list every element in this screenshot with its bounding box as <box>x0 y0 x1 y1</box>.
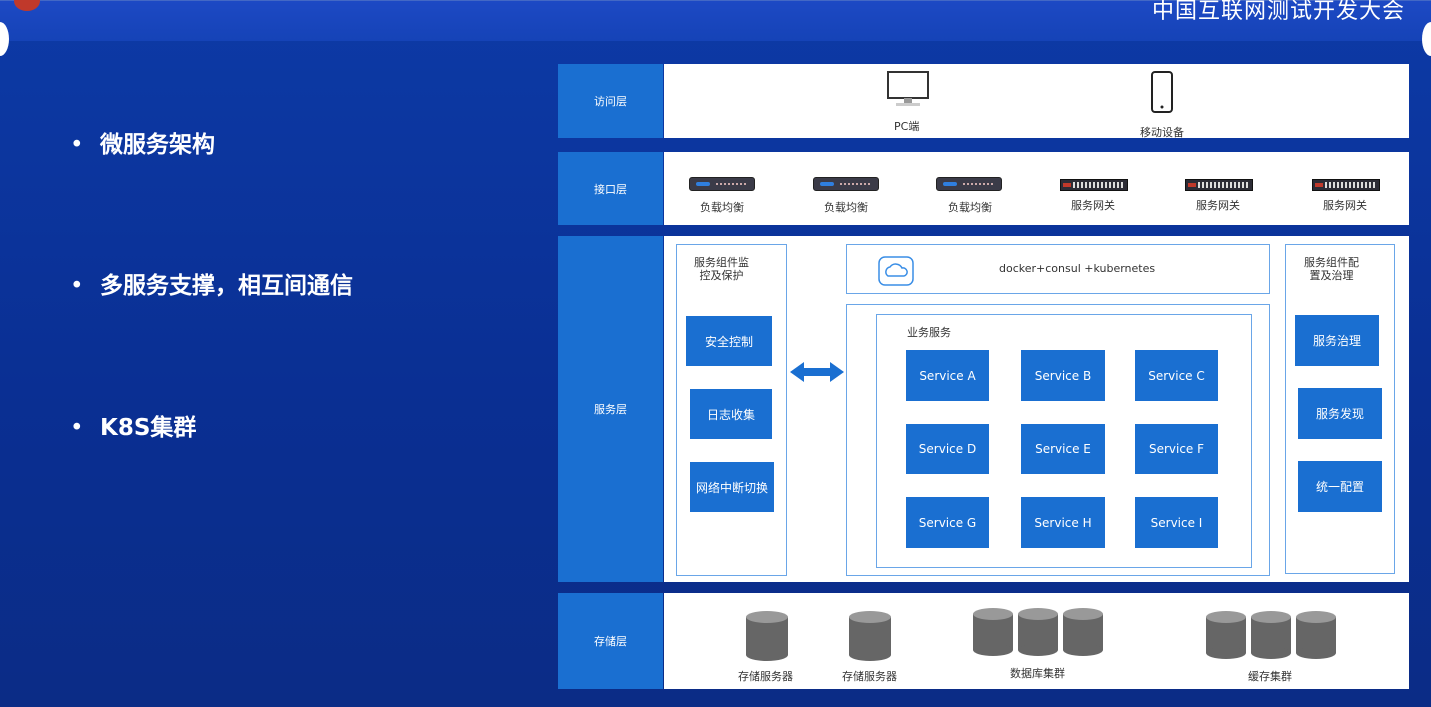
service-e-box: Service E <box>1021 424 1105 474</box>
load-balancer-icon <box>936 177 1002 191</box>
service-layer-panel: 服务组件监 控及保护 安全控制 日志收集 网络中断切换 docker+consu… <box>664 236 1409 582</box>
layer-label-storage: 存储层 <box>558 593 663 689</box>
cache-cluster-icon <box>1206 611 1336 659</box>
cloud-icon <box>878 256 914 286</box>
mobile-phone-icon <box>1151 71 1173 113</box>
storage-label: 数据库集群 <box>1010 667 1065 680</box>
storage-label: 存储服务器 <box>842 670 897 683</box>
interface-label: 负载均衡 <box>824 201 868 214</box>
config-governance-box <box>1285 244 1395 574</box>
network-failover-box: 网络中断切换 <box>690 462 774 512</box>
platform-label: docker+consul +kubernetes <box>999 262 1156 275</box>
load-balancer-icon <box>813 177 879 191</box>
service-b-box: Service B <box>1021 350 1105 401</box>
device-label-pc: PC端 <box>894 120 920 133</box>
right-edge-marker <box>1422 22 1431 56</box>
left-edge-marker <box>0 22 9 56</box>
access-layer-panel: PC端 移动设备 <box>664 64 1409 139</box>
storage-server-icon <box>746 611 788 661</box>
monitor-box-title: 服务组件监 控及保护 <box>694 256 749 282</box>
interface-label: 服务网关 <box>1196 199 1240 212</box>
storage-server-icon <box>849 611 891 661</box>
storage-layer-panel: 存储服务器 存储服务器 数据库集群 缓存集群 <box>664 593 1409 689</box>
layer-label-service: 服务层 <box>558 236 663 582</box>
business-services-box <box>876 314 1252 568</box>
monitor-icon <box>887 71 929 106</box>
top-banner: 中国互联网测试开发大会 <box>0 0 1431 41</box>
storage-label: 缓存集群 <box>1248 670 1292 683</box>
business-outer-box <box>846 304 1270 576</box>
bidirectional-arrow-icon <box>790 362 844 382</box>
service-c-box: Service C <box>1135 350 1218 401</box>
storage-label: 存储服务器 <box>738 670 793 683</box>
service-governance-box: 服务治理 <box>1295 315 1379 366</box>
log-collection-box: 日志收集 <box>690 389 772 439</box>
layer-label-interface: 接口层 <box>558 152 663 225</box>
service-g-box: Service G <box>906 497 989 548</box>
bullet-item: •多服务支撑，相互间通信 <box>70 273 353 299</box>
bullet-item: •K8S集群 <box>70 415 197 441</box>
load-balancer-icon <box>689 177 755 191</box>
layer-label-access: 访问层 <box>558 64 663 138</box>
service-discovery-box: 服务发现 <box>1298 388 1382 439</box>
interface-layer-panel: 负载均衡 负载均衡 负载均衡 服务网关 服务网关 服务网关 <box>664 152 1409 225</box>
conference-title: 中国互联网测试开发大会 <box>1151 0 1405 24</box>
interface-label: 服务网关 <box>1071 199 1115 212</box>
business-title: 业务服务 <box>907 326 951 339</box>
service-d-box: Service D <box>906 424 989 474</box>
monitor-protection-box <box>676 244 787 576</box>
gateway-switch-icon <box>1312 179 1380 191</box>
interface-label: 负载均衡 <box>700 201 744 214</box>
database-cluster-icon <box>973 608 1103 656</box>
service-a-box: Service A <box>906 350 989 401</box>
interface-label: 负载均衡 <box>948 201 992 214</box>
config-box-title: 服务组件配 置及治理 <box>1304 256 1359 282</box>
interface-label: 服务网关 <box>1323 199 1367 212</box>
unified-config-box: 统一配置 <box>1298 461 1382 512</box>
security-control-box: 安全控制 <box>686 316 772 366</box>
bullet-item: •微服务架构 <box>70 132 215 158</box>
platform-box <box>846 244 1270 294</box>
service-f-box: Service F <box>1135 424 1218 474</box>
service-i-box: Service I <box>1135 497 1218 548</box>
gateway-switch-icon <box>1185 179 1253 191</box>
device-label-mobile: 移动设备 <box>1140 126 1184 139</box>
service-h-box: Service H <box>1021 497 1105 548</box>
gateway-switch-icon <box>1060 179 1128 191</box>
logo-icon <box>14 0 40 11</box>
